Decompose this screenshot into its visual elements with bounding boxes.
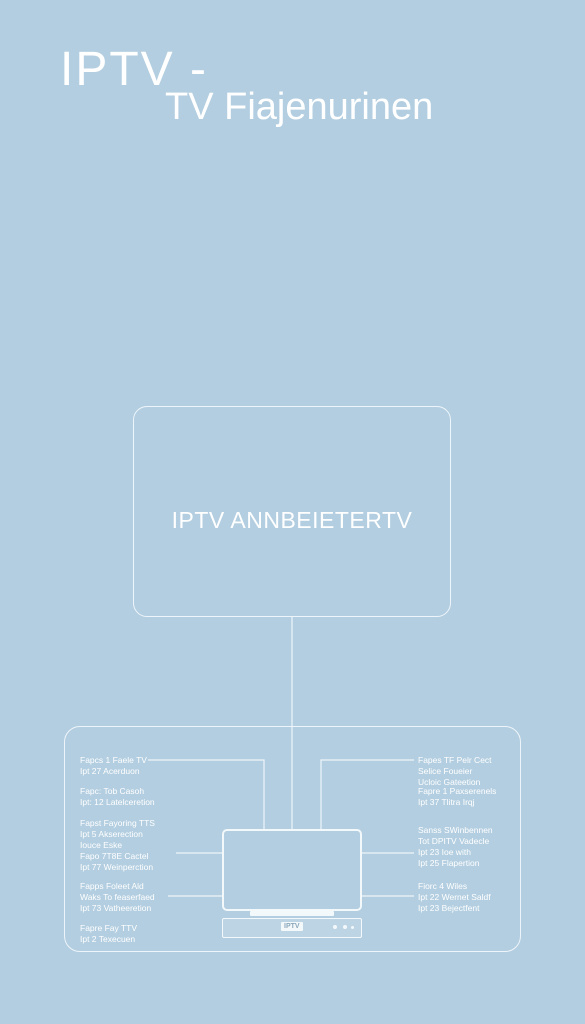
note-line: Ipt 23 Ioe with <box>418 847 471 857</box>
connector-right-1 <box>320 759 414 829</box>
note-line: Fapps Foleet Ald <box>80 881 144 891</box>
note-line: Fapes TF Pelr Cect <box>418 755 492 765</box>
note-line: Fapre 1 Paxserenels <box>418 786 497 796</box>
note-line: Ipt 73 Vatheeretion <box>80 903 152 913</box>
note-left-1: Fapcs 1 Faele TV Ipt 27 Acerduon <box>80 755 147 777</box>
note-line: Fapc: Tob Casoh <box>80 786 145 796</box>
note-line: Fapst Fayoring TTS <box>80 818 155 828</box>
note-line: Tot DPITV Vadecle <box>418 836 490 846</box>
note-line: Ipt 25 Flapertion <box>418 858 480 868</box>
note-line: Ipt 77 Weinperction <box>80 862 154 872</box>
device-panel <box>64 726 521 952</box>
note-line: Sanss SWinbennen <box>418 825 493 835</box>
set-top-box-badge: IPTV <box>281 922 303 931</box>
note-line: Ipt 2 Texecuen <box>80 934 136 944</box>
note-line: Fapo 7T8E Cactel <box>80 851 149 861</box>
note-line: Ipt 37 Tlitra Irqj <box>418 797 475 807</box>
note-line: Ipt 22 Wernet Saldf <box>418 892 491 902</box>
indicator-dot-icon <box>333 925 337 929</box>
note-line: Ipt 23 Bejectfent <box>418 903 480 913</box>
note-line: Waks To feaserfaed <box>80 892 155 902</box>
note-right-1: Fapes TF Pelr Cect Selice Foueier Ucloic… <box>418 755 492 788</box>
note-line: Selice Foueier <box>418 766 473 776</box>
page-subtitle: TV Fiajenurinen <box>165 86 434 128</box>
connector-left-1 <box>148 759 265 829</box>
tv-stand-icon <box>250 911 334 916</box>
note-right-2: Fapre 1 Paxserenels Ipt 37 Tlitra Irqj <box>418 786 496 808</box>
indicator-dot-icon <box>351 925 354 929</box>
set-top-box-icon: IPTV <box>222 918 362 938</box>
note-right-3: Sanss SWinbennen Tot DPITV Vadecle Ipt 2… <box>418 825 493 869</box>
note-line: Ucloic Gateetion <box>418 777 481 787</box>
note-line: Ipt 27 Acerduon <box>80 766 140 776</box>
note-line: Fapcs 1 Faele TV <box>80 755 147 765</box>
note-line: Fapre Fay TTV <box>80 923 137 933</box>
provider-box: IPTV ANNBEIETERTV <box>133 406 451 617</box>
note-line: Ipt: 12 Latelceretion <box>80 797 155 807</box>
provider-label: IPTV ANNBEIETERTV <box>171 507 413 533</box>
tv-icon <box>222 829 362 911</box>
note-line: Fiorc 4 Wiles <box>418 881 468 891</box>
note-left-3: Fapst Fayoring TTS Ipt 5 Akserection Iou… <box>80 818 155 873</box>
note-left-5: Fapre Fay TTV Ipt 2 Texecuen <box>80 923 137 945</box>
note-right-4: Fiorc 4 Wiles Ipt 22 Wernet Saldf Ipt 23… <box>418 881 491 914</box>
note-line: Ipt 5 Akserection <box>80 829 143 839</box>
indicator-dot-icon <box>343 925 347 929</box>
note-left-2: Fapc: Tob Casoh Ipt: 12 Latelceretion <box>80 786 155 808</box>
note-line: Iouce Eske <box>80 840 123 850</box>
note-left-4: Fapps Foleet Ald Waks To feaserfaed Ipt … <box>80 881 155 914</box>
page-title: IPTV - <box>60 43 209 96</box>
